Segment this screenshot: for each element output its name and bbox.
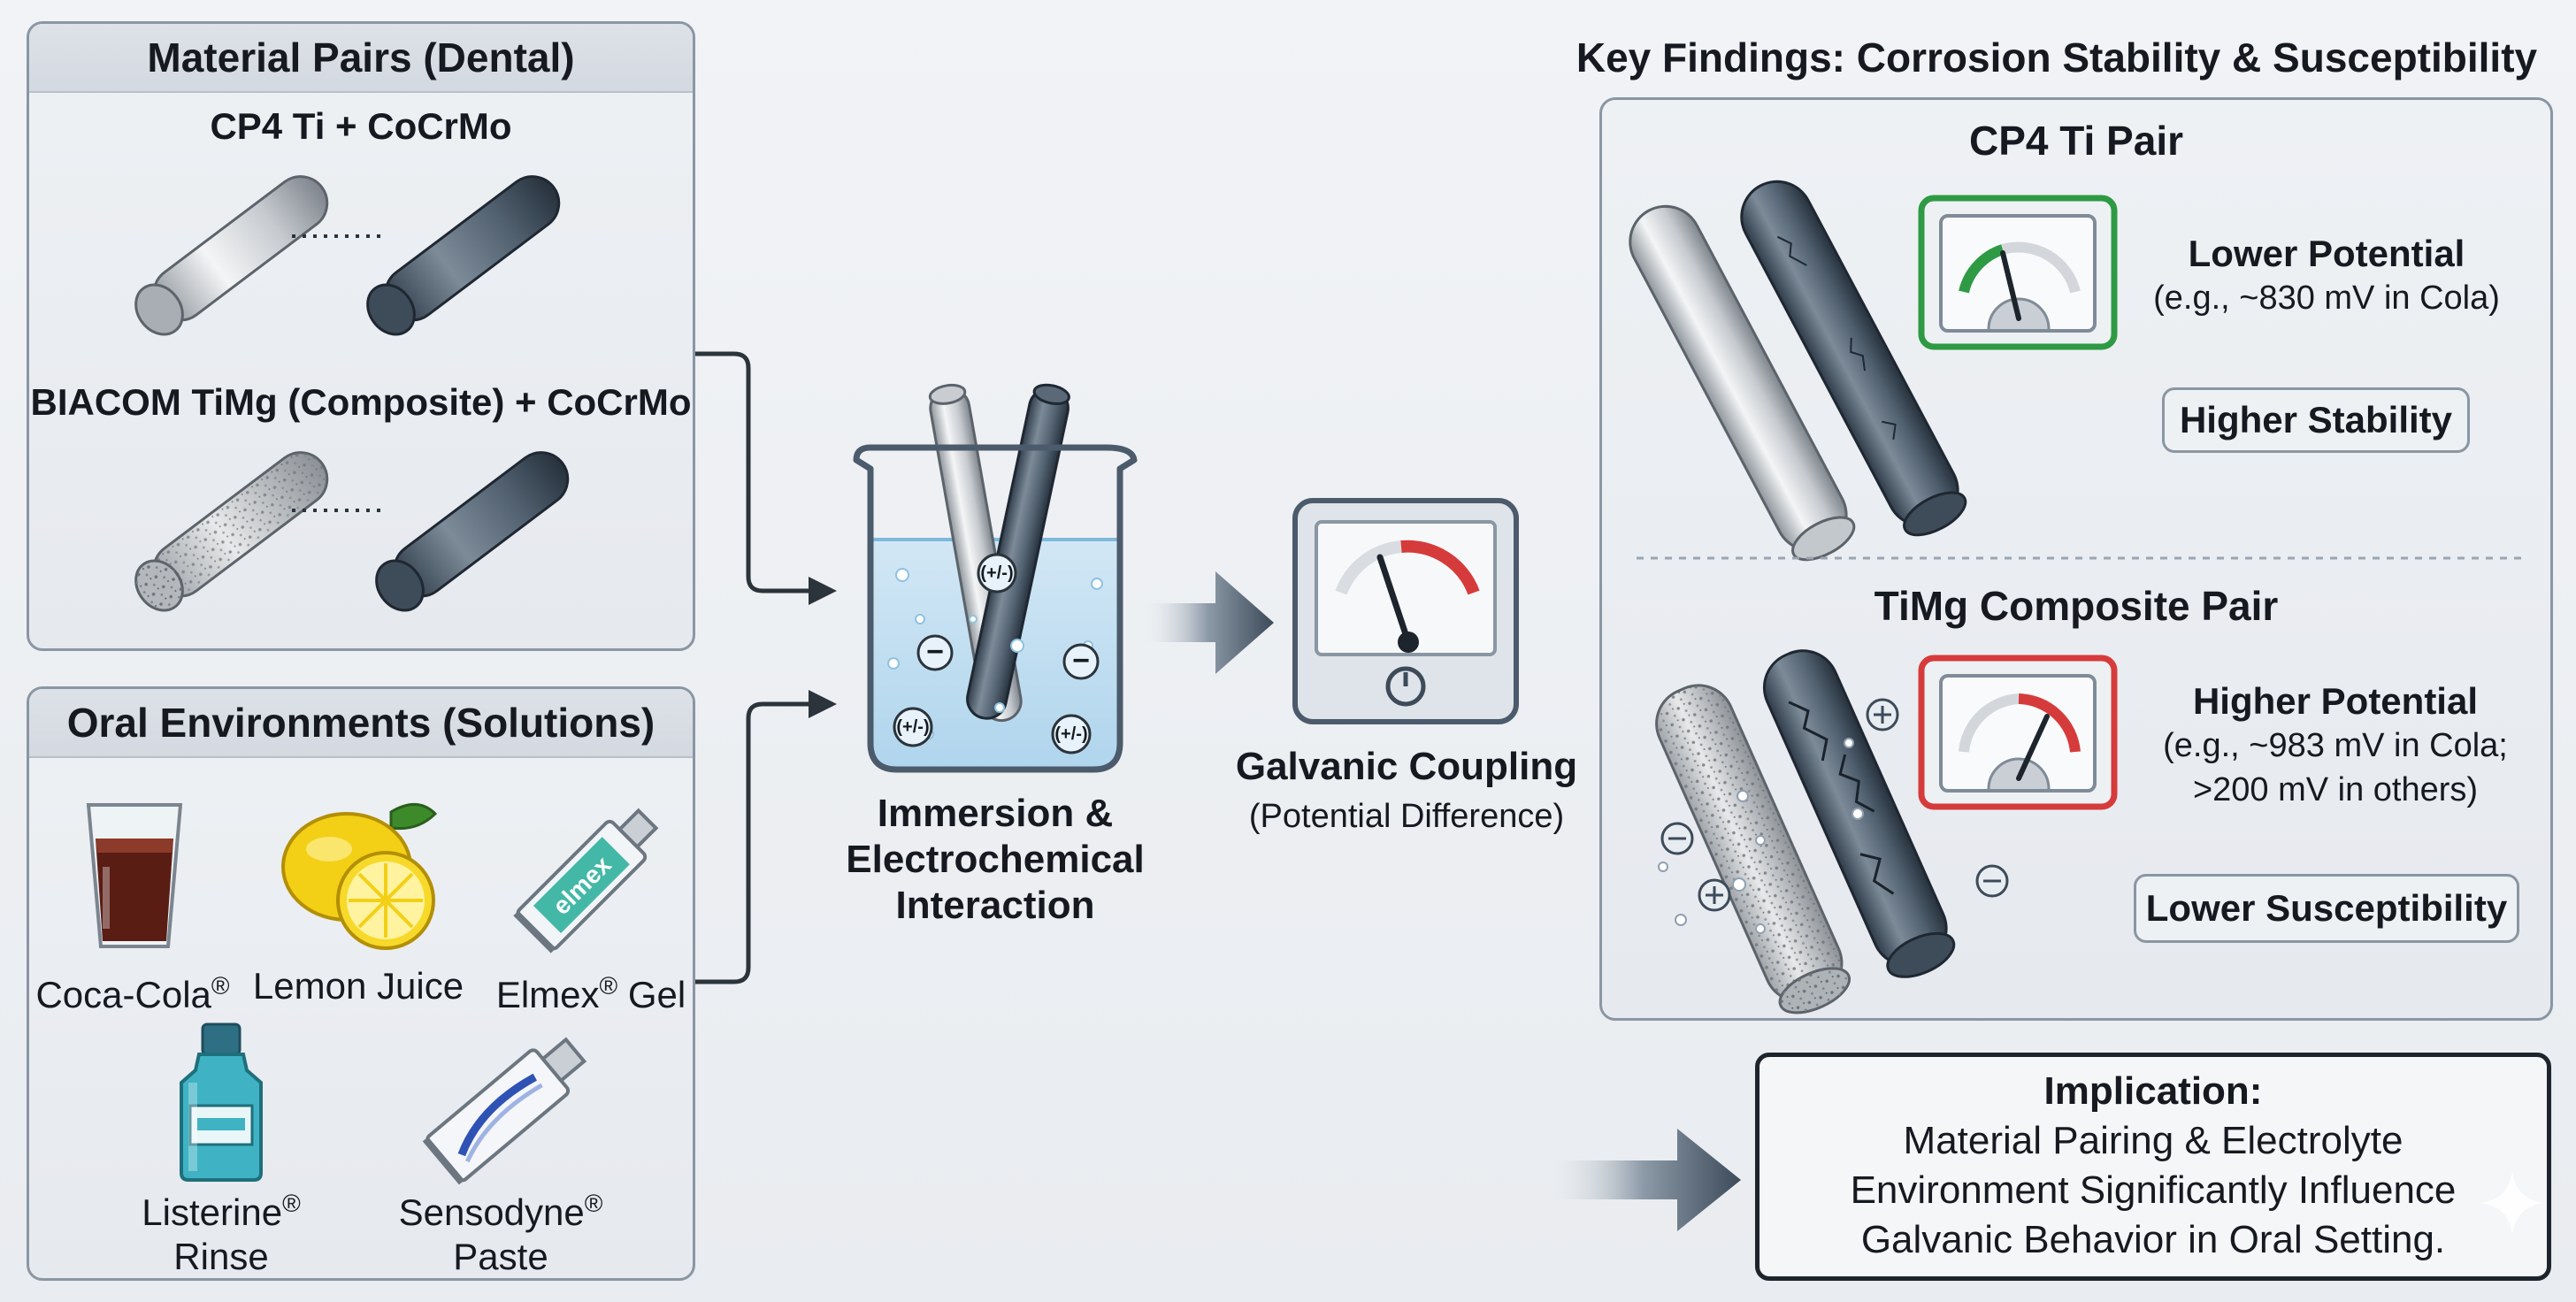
galvanic-meter-icon xyxy=(1292,498,1519,724)
env-label-cola: Coca-Cola® xyxy=(35,972,230,1015)
cp4-gauge-icon xyxy=(1918,195,2118,350)
cp4-ti-rod-icon xyxy=(134,175,329,336)
lemon-icon xyxy=(281,803,438,950)
cp4-pair-title: CP4 Ti Pair xyxy=(1968,118,2184,164)
ion-symbol-label: (+/-) xyxy=(980,563,1014,583)
minus-ion-icon xyxy=(1660,822,1694,855)
material-pairs-panel: Material Pairs (Dental) xyxy=(27,21,695,651)
cp4-potential-detail: (e.g., ~830 mV in Cola) xyxy=(2153,280,2500,317)
mouthwash-bottle-icon xyxy=(180,1022,263,1182)
galvanic-coupling-title: Galvanic Coupling xyxy=(1235,745,1578,788)
ion-symbol-label: (+/-) xyxy=(896,717,930,737)
ion-symbol-label: (+/-) xyxy=(1054,724,1088,744)
cocrmo-rod-2-icon xyxy=(375,451,570,612)
timg-gauge-icon xyxy=(1918,655,2118,810)
implication-title: Implication: xyxy=(2043,1069,2263,1113)
env-label-lemon: Lemon Juice xyxy=(252,965,464,1007)
environments-to-beaker-arrow xyxy=(695,690,837,984)
timg-potential-detail-2: >200 mV in others) xyxy=(2192,771,2479,808)
cola-glass-icon xyxy=(86,803,183,948)
cp4-rod-pair-icon xyxy=(1629,180,1967,562)
env-label-sensodyne: Sensodyne® Paste xyxy=(398,1190,603,1277)
material-pairs-title: Material Pairs (Dental) xyxy=(29,24,693,93)
ion-symbol xyxy=(1051,714,1092,754)
env-label-elmex: Elmex® Gel xyxy=(495,972,686,1015)
plus-ion-icon xyxy=(1698,878,1731,912)
timg-potential-detail-1: (e.g., ~983 mV in Cola; xyxy=(2163,727,2508,764)
cp4-badge: Higher Stability xyxy=(2162,387,2470,453)
toothpaste-tube-icon xyxy=(422,1037,587,1185)
implication-arrow xyxy=(1545,1129,1741,1231)
pair2-dotted-link xyxy=(292,509,380,512)
ion-symbol xyxy=(893,707,933,747)
implication-line2: Environment Significantly Influence xyxy=(1850,1168,2457,1212)
biacom-timg-rod-icon xyxy=(134,451,329,612)
timg-pair-title: TiMg Composite Pair xyxy=(1874,583,2279,629)
pair2-label: BIACOM TiMg (Composite) + CoCrMo xyxy=(30,381,692,423)
pair1-label: CP4 Ti + CoCrMo xyxy=(210,105,512,147)
beaker-to-meter-arrow xyxy=(1141,571,1274,674)
beaker-icon xyxy=(853,383,1138,773)
implication-line3: Galvanic Behavior in Oral Setting. xyxy=(1860,1218,2446,1261)
findings-divider xyxy=(1637,556,2521,560)
implication-line1: Material Pairing & Electrolyte xyxy=(1903,1119,2404,1162)
galvanic-coupling-subtitle: (Potential Difference) xyxy=(1248,798,1565,835)
pair1-dotted-link xyxy=(292,234,380,238)
gel-tube-icon: elmex xyxy=(513,808,659,954)
cocrmo-rod-icon xyxy=(366,175,561,336)
timg-potential-title: Higher Potential xyxy=(2192,680,2479,722)
oral-environments-panel: Oral Environments (Solutions) xyxy=(27,686,695,1281)
env-label-listerine: Listerine® Rinse xyxy=(142,1190,301,1277)
ion-symbol xyxy=(916,634,954,671)
findings-title: Key Findings: Corrosion Stability & Susc… xyxy=(1576,34,2538,80)
ion-symbol-label: − xyxy=(926,635,944,669)
timg-badge: Lower Susceptibility xyxy=(2134,874,2519,943)
immersion-label: Immersion & Electrochemical Interaction xyxy=(846,792,1145,927)
ion-symbol xyxy=(977,553,1017,594)
timg-rod-pair-icon xyxy=(1655,649,1956,1015)
ion-symbol-label: − xyxy=(1072,644,1090,678)
ion-symbol xyxy=(1062,643,1100,680)
sparkle-icon xyxy=(2480,1171,2544,1235)
oral-environments-title: Oral Environments (Solutions) xyxy=(29,689,693,758)
plus-ion-icon xyxy=(1866,698,1899,731)
implication-box xyxy=(1755,1053,2551,1281)
cp4-potential-title: Lower Potential xyxy=(2188,233,2465,274)
pairs-to-beaker-arrow xyxy=(695,351,837,605)
minus-ion-icon xyxy=(1975,864,2009,898)
